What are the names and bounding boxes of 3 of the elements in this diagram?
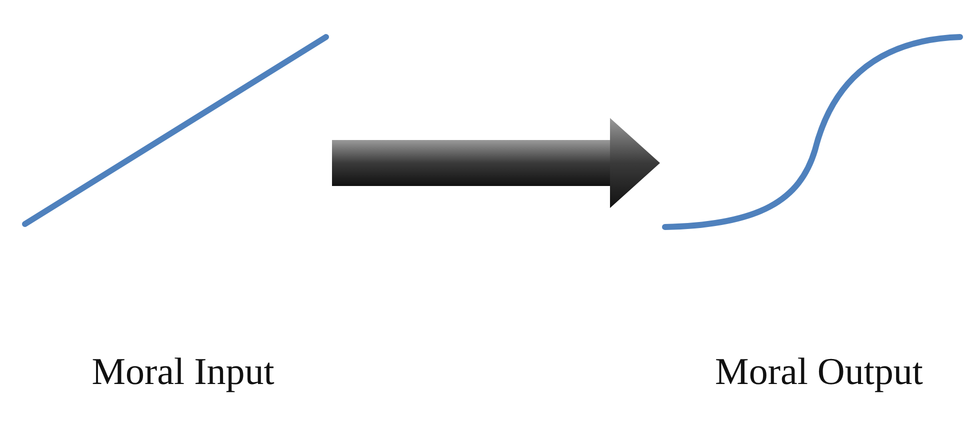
- graph-caption: Moral Input: [90, 350, 276, 394]
- block-arrow: [332, 118, 660, 208]
- graph-caption: Moral Output: [714, 350, 924, 394]
